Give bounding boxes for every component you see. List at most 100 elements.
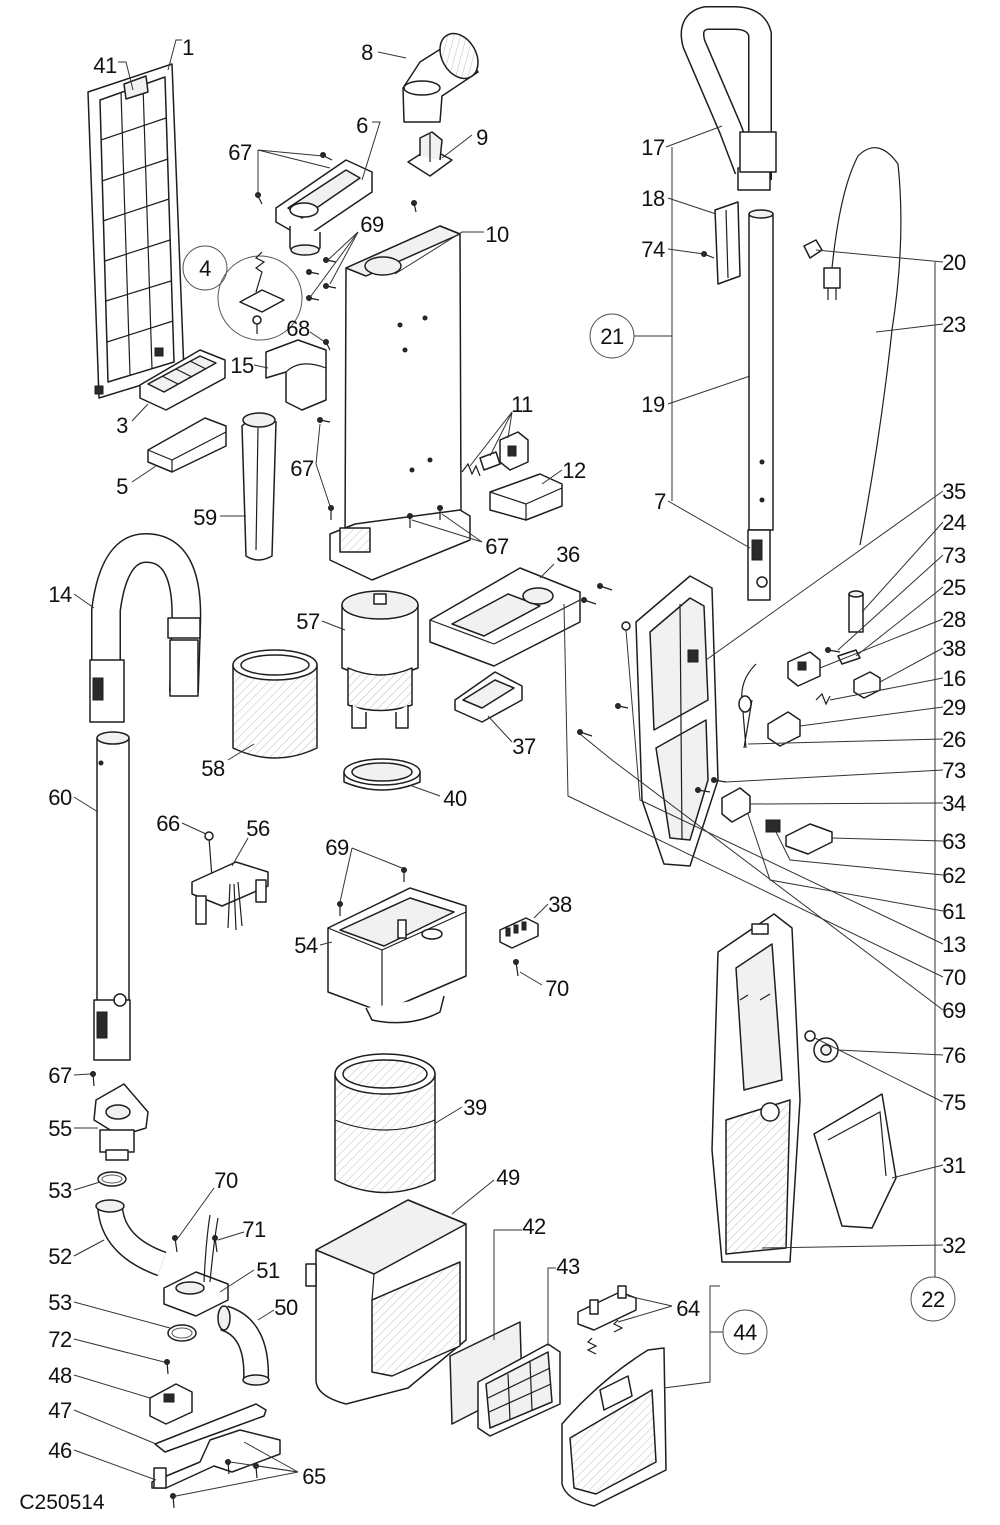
part-35-back-plate — [635, 575, 719, 867]
part-38-terminal-block-shape — [513, 924, 519, 934]
part-54-motor-housing-shape — [339, 897, 455, 947]
part-14-hose-handle-shape — [89, 659, 125, 723]
part-49-dust-container-shape — [305, 1263, 317, 1287]
part-12-foam-pad-shape — [489, 491, 527, 505]
part-64-latch-parts-shape — [577, 1291, 637, 1331]
part-44-rear-cover — [561, 1347, 667, 1507]
part-36-seal-plate-shape — [522, 587, 554, 605]
part-59-crevice-tool-shape — [255, 427, 259, 551]
part-10-housing-shape — [427, 457, 433, 463]
part-55-connector-shape — [99, 1129, 135, 1153]
part-5-foam-block-shape — [147, 449, 173, 461]
part-37-gasket-shape — [462, 679, 515, 709]
leader-lines-shape — [667, 375, 751, 405]
part-57-motor — [341, 590, 419, 729]
part-25-pin-shape — [837, 649, 861, 665]
callout-9: 9 — [476, 125, 488, 150]
callout-10: 10 — [485, 222, 509, 247]
screws-67-69-upper-shape — [317, 417, 323, 423]
callout-49: 49 — [496, 1165, 520, 1190]
callout-24: 24 — [942, 510, 966, 535]
part-55-connector-shape — [105, 1149, 129, 1161]
part-24-tube — [848, 590, 864, 633]
part-57-motor-shape — [395, 705, 409, 729]
part-28-switch-shape — [797, 661, 807, 671]
part-17-handle-shape — [682, 7, 771, 180]
callout-69: 69 — [360, 212, 384, 237]
part-3-grid-block-shape — [161, 375, 179, 385]
part-19-handle-tube-shape — [759, 459, 765, 465]
part-14-hose-handle — [89, 533, 202, 723]
part-59-crevice-tool — [241, 412, 277, 561]
leader-lines-shape — [339, 847, 353, 903]
callout-76: 76 — [942, 1043, 966, 1068]
leader-lines-shape — [489, 411, 513, 457]
part-64-latch-parts — [577, 1285, 637, 1355]
part-56-bracket-shape — [227, 881, 243, 931]
callout-67: 67 — [485, 534, 509, 559]
part-60-extension-tube-shape — [98, 760, 104, 766]
part-11-switch-parts-shape — [479, 451, 501, 471]
callout-51: 51 — [256, 1258, 280, 1283]
part-38-terminal-block — [499, 917, 539, 949]
part-24-tube-shape — [848, 593, 864, 633]
part-43-hepa-filter — [477, 1343, 561, 1437]
callout-15: 15 — [230, 353, 254, 378]
part-52-elbow-pipe — [95, 1199, 167, 1277]
part-60-extension-tube-shape — [96, 1011, 108, 1039]
leader-lines-shape — [749, 802, 944, 805]
callout-52: 52 — [48, 1244, 72, 1269]
part-49-dust-container-shape — [371, 1261, 461, 1377]
part-49-dust-container — [305, 1199, 467, 1405]
part-16-switch-spring — [815, 692, 831, 706]
leader-lines-shape — [705, 490, 944, 661]
part-10-housing-shape — [397, 322, 403, 328]
leader-lines-shape — [319, 941, 333, 946]
part-73-screw-lower — [695, 777, 727, 793]
part-19-handle-tube-shape — [748, 213, 774, 531]
part-41-filter-tab — [123, 75, 149, 100]
part-4-spring-detail-shape — [254, 251, 266, 293]
callout-70: 70 — [942, 965, 966, 990]
screws-13-69-70-shape — [581, 597, 587, 603]
part-64-latch-parts-shape — [612, 1319, 624, 1333]
part-18-cable-hook — [714, 201, 741, 285]
part-35-back-plate-shape — [687, 649, 699, 663]
part-5-foam-block-shape — [147, 417, 227, 473]
part-72-screw — [164, 1359, 170, 1375]
part-52-elbow-pipe-shape — [98, 1204, 167, 1275]
leader-lines-shape — [665, 125, 723, 148]
part-24-tube-shape — [848, 590, 864, 598]
callout-65: 65 — [302, 1464, 326, 1489]
callout-31: 31 — [942, 1153, 966, 1178]
part-39-filter-sleeve — [334, 1053, 436, 1194]
leader-lines-shape — [131, 465, 157, 483]
callout-69: 69 — [325, 835, 349, 860]
part-47-rod-shape — [154, 1403, 267, 1453]
callout-72: 72 — [48, 1327, 72, 1352]
leader-lines-shape — [361, 121, 381, 181]
screws-67-69-upper-shape — [411, 200, 417, 206]
callout-44: 44 — [733, 1320, 757, 1345]
part-56-bracket-shape — [255, 879, 267, 903]
part-65-screws-shape — [170, 1493, 176, 1499]
part-51-switch-base-shape — [175, 1281, 205, 1295]
callout-circle-4 — [182, 245, 228, 291]
leader-lines-shape — [579, 733, 944, 1011]
leader-lines-shape — [747, 738, 944, 745]
leader-lines-shape — [725, 769, 944, 783]
part-10-housing-shape — [409, 467, 415, 473]
callout-55: 55 — [48, 1116, 72, 1141]
callout-26: 26 — [942, 727, 966, 752]
part-4-spring-detail-shape — [217, 255, 303, 341]
part-76-knob — [813, 1037, 839, 1063]
part-35-back-plate-shape — [679, 603, 683, 841]
part-62-contact-shape — [765, 819, 781, 833]
callout-23: 23 — [942, 312, 966, 337]
callout-5: 5 — [116, 474, 128, 499]
part-70-screw — [513, 959, 519, 977]
callout-35: 35 — [942, 479, 966, 504]
callout-42: 42 — [522, 1214, 546, 1239]
part-60-extension-tube-shape — [96, 731, 130, 745]
part-66-screw-shape — [204, 831, 214, 841]
